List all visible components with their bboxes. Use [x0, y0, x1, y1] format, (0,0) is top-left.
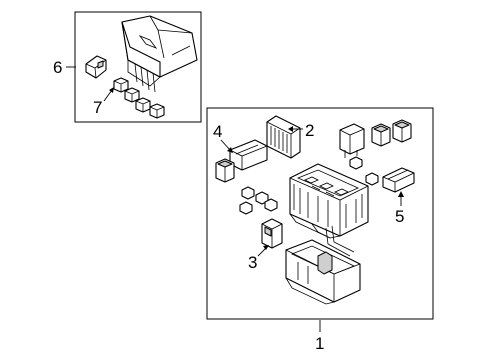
- harness-strip-edge: [331, 225, 355, 253]
- arrow-2: [288, 126, 293, 132]
- relay-large: [339, 123, 365, 158]
- relay-pair-1: [371, 123, 391, 147]
- fuse-box-body: [289, 163, 369, 239]
- fuse-holder: [266, 115, 301, 159]
- relay-pair-2: [392, 119, 412, 143]
- cover-clip: [85, 55, 107, 79]
- leader-3: [257, 247, 267, 257]
- leader-7: [103, 89, 113, 102]
- mini-fuse-row: [239, 186, 278, 215]
- bracket-3: [261, 218, 283, 249]
- leader-4: [220, 139, 231, 151]
- callout-1: 1: [315, 334, 324, 353]
- mini-fuse-right: [349, 156, 379, 186]
- arrow-7: [109, 87, 114, 93]
- mini-relay-3: [135, 97, 151, 113]
- callout-6: 6: [53, 58, 62, 77]
- arrow-5: [398, 191, 404, 197]
- arrow-4: [227, 147, 233, 153]
- relay-5: [382, 167, 415, 193]
- arrow-3: [263, 245, 269, 250]
- fuse-block-group-frame: [206, 107, 434, 320]
- callout-3: 3: [248, 253, 257, 272]
- mini-relay-4: [149, 103, 165, 119]
- connector-block: [229, 139, 268, 171]
- callout-4: 4: [213, 122, 222, 141]
- mini-relay-2: [124, 87, 140, 103]
- mini-relay-1: [113, 77, 129, 93]
- callout-2: 2: [305, 121, 314, 140]
- callout-5: 5: [395, 207, 404, 226]
- lower-case: [285, 239, 361, 305]
- fuse-box-cover: [121, 15, 198, 93]
- relay-small-left: [215, 158, 235, 183]
- callout-7: 7: [93, 98, 102, 117]
- harness-strip: [325, 227, 351, 257]
